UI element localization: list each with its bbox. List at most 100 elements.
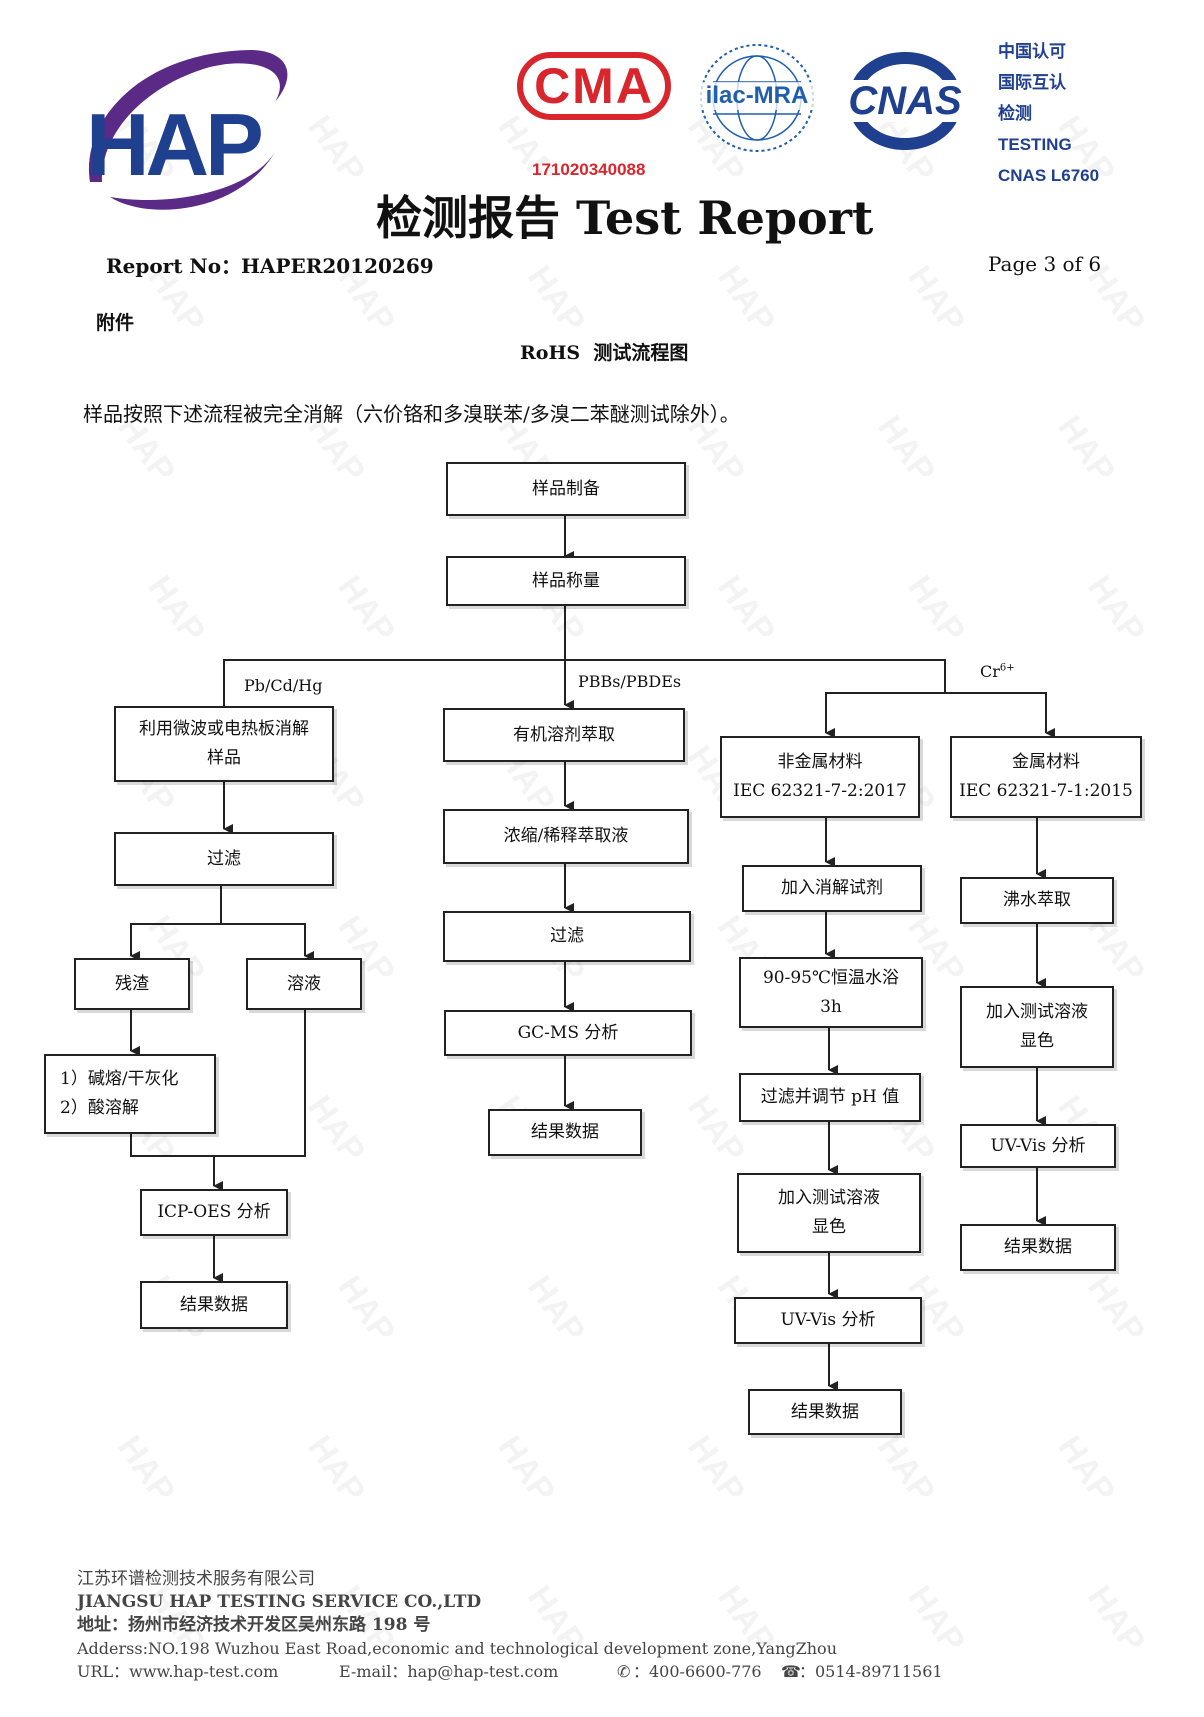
box-label: 过滤并调节 pH 值	[760, 1087, 900, 1107]
section-label: 附件	[96, 312, 135, 334]
box-alkali-fusion-acid-dissolution: 1）碱熔/干灰化 2）酸溶解	[44, 1054, 216, 1134]
footer-contact-row: URL：www.hap-test.com E-mail：hap@hap-test…	[77, 1660, 1157, 1684]
phone-icon: ✆	[617, 1662, 631, 1681]
box-label: 结果数据	[531, 1122, 599, 1142]
box-label: 样品称量	[532, 570, 600, 591]
cnas-arc-icon	[850, 51, 960, 151]
box-result-col1: 结果数据	[140, 1281, 288, 1329]
chart-title: RoHS 测试流程图	[520, 342, 689, 364]
box-label: 加入消解试剂	[781, 878, 883, 898]
cnas-text: CNAS	[836, 80, 974, 122]
box-gc-ms-analysis: GC-MS 分析	[444, 1010, 692, 1056]
box-label: GC-MS 分析	[517, 1022, 619, 1043]
box-residue: 残渣	[74, 958, 190, 1010]
box-label-line: 90-95℃恒温水浴	[762, 967, 900, 988]
box-label: 结果数据	[1004, 1237, 1072, 1257]
footer: 江苏环谱检测技术服务有限公司 JIANGSU HAP TESTING SERVI…	[77, 1568, 1157, 1684]
box-label-line: IEC 62321-7-2:2017	[733, 781, 907, 801]
box-label-line: 3h	[820, 996, 842, 1017]
box-label: 溶液	[287, 973, 321, 994]
cnas-caption-line: CNAS L6760	[998, 166, 1100, 185]
footer-email: E-mail：hap@hap-test.com	[339, 1662, 559, 1681]
page-number: Page 3 of 6	[988, 252, 1102, 276]
box-label-line: 显色	[1020, 1031, 1054, 1051]
box-result-col2: 结果数据	[488, 1109, 642, 1156]
box-non-metal-material: 非金属材料 IEC 62321-7-2:2017	[720, 736, 920, 818]
box-boiling-water-extraction: 沸水萃取	[960, 877, 1114, 924]
cnas-logo: CNAS	[836, 50, 974, 151]
box-label-line: 显色	[812, 1217, 846, 1237]
hap-logo-text: HAP	[86, 95, 264, 194]
intro-text: 样品按照下述流程被完全消解（六价铬和多溴联苯/多溴二苯醚测试除外）。	[83, 402, 740, 426]
cma-logo-text: CMA	[534, 58, 654, 114]
box-label: 结果数据	[180, 1294, 248, 1315]
fax-icon: ☎	[781, 1662, 801, 1681]
box-add-test-solution-col3: 加入测试溶液 显色	[737, 1173, 921, 1253]
box-sample-prep: 样品制备	[446, 462, 686, 516]
ilac-mra-logo: ilac-MRA	[698, 42, 816, 154]
footer-company-en: JIANGSU HAP TESTING SERVICE CO.,LTD	[77, 1592, 482, 1612]
box-label: 残渣	[115, 973, 149, 994]
footer-address-en: Adderss:NO.198 Wuzhou East Road,economic…	[77, 1639, 837, 1658]
box-concentrate-dilute-extract: 浓缩/稀释萃取液	[443, 809, 689, 864]
box-label: 样品制备	[532, 478, 600, 499]
box-label-line: 加入测试溶液	[778, 1188, 880, 1208]
box-add-test-solution-col4: 加入测试溶液 显色	[960, 986, 1114, 1068]
hap-logo-swoosh-icon	[88, 50, 288, 210]
branch-label-cr-superscript: 6+	[999, 662, 1015, 674]
box-uv-vis-analysis-col4: UV-Vis 分析	[960, 1124, 1116, 1168]
box-filter-adjust-ph: 过滤并调节 pH 值	[739, 1073, 921, 1122]
branch-label-pbbs-pbdes: PBBs/PBDEs	[578, 672, 682, 691]
branch-label-pb-cd-hg: Pb/Cd/Hg	[244, 676, 323, 695]
box-label-line: 样品	[207, 748, 241, 768]
box-label: UV-Vis 分析	[990, 1135, 1086, 1156]
box-label: 浓缩/稀释萃取液	[503, 826, 629, 846]
footer-url: URL：www.hap-test.com	[77, 1662, 279, 1681]
box-solution: 溶液	[246, 958, 362, 1010]
branch-label-cr: Cr	[980, 662, 1000, 681]
box-organic-solvent-extraction: 有机溶剂萃取	[443, 708, 685, 762]
box-label-line: 金属材料	[1012, 752, 1080, 772]
cnas-caption: 中国认可 国际互认 检测 TESTING CNAS L6760	[998, 36, 1099, 191]
box-uv-vis-analysis-col3: UV-Vis 分析	[734, 1297, 922, 1344]
cnas-caption-line: 检测	[998, 104, 1032, 123]
branch-label-cr6: Cr6+	[980, 662, 1015, 681]
footer-tel: ：400-6600-776	[633, 1662, 762, 1681]
box-label-line: 加入测试溶液	[986, 1002, 1088, 1022]
box-label: 沸水萃取	[1003, 890, 1071, 910]
box-microwave-digestion: 利用微波或电热板消解 样品	[114, 706, 334, 782]
footer-address-cn: 地址：扬州市经济技术开发区吴州东路 198 号	[77, 1615, 431, 1635]
box-label: 有机溶剂萃取	[513, 724, 615, 745]
box-sample-weighing: 样品称量	[446, 556, 686, 606]
hap-logo: HAP	[80, 32, 310, 212]
box-label-line: 1）碱熔/干灰化	[60, 1069, 179, 1089]
box-filter-col1: 过滤	[114, 832, 334, 886]
cma-number: 171020340088	[532, 160, 646, 179]
box-water-bath: 90-95℃恒温水浴 3h	[739, 957, 923, 1028]
box-label-line: 利用微波或电热板消解	[139, 719, 309, 739]
report-number: Report No：HAPER20120269	[106, 254, 434, 278]
box-label: 结果数据	[791, 1401, 859, 1422]
box-result-col3: 结果数据	[748, 1389, 902, 1435]
box-result-col4: 结果数据	[960, 1224, 1116, 1271]
box-label: UV-Vis 分析	[780, 1310, 876, 1330]
report-title: 检测报告 Test Report	[376, 191, 874, 245]
ilac-mra-text: ilac-MRA	[698, 82, 816, 110]
footer-company-cn: 江苏环谱检测技术服务有限公司	[77, 1569, 315, 1589]
box-label-line: 非金属材料	[777, 752, 863, 772]
cnas-caption-line: 国际互认	[998, 73, 1066, 92]
box-filter-col2: 过滤	[443, 911, 691, 962]
box-label-line: IEC 62321-7-1:2015	[959, 781, 1133, 801]
cnas-caption-line: TESTING	[998, 135, 1072, 154]
box-add-digestion-reagent: 加入消解试剂	[742, 865, 922, 912]
cma-logo: CMA	[517, 52, 671, 120]
box-icp-oes-analysis: ICP-OES 分析	[140, 1189, 288, 1236]
box-label-line: 2）酸溶解	[60, 1098, 139, 1118]
box-label: 过滤	[550, 926, 584, 946]
cnas-caption-line: 中国认可	[998, 42, 1066, 61]
footer-fax: ：0514-89711561	[799, 1662, 943, 1681]
box-metal-material: 金属材料 IEC 62321-7-1:2015	[950, 736, 1142, 818]
box-label: ICP-OES 分析	[157, 1202, 271, 1222]
box-label: 过滤	[207, 848, 241, 869]
